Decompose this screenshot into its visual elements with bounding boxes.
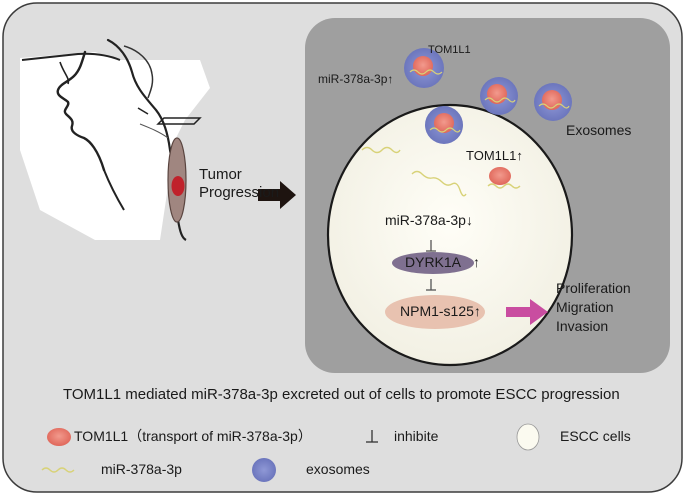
up-arrow-icon: [473, 254, 480, 270]
dyrk1a-node: [392, 252, 474, 274]
tumor-site: [171, 176, 185, 196]
tumor-label-line2: Progression: [199, 184, 280, 201]
legend-exosome-swatch: [252, 458, 276, 482]
exosomes-label: Exosomes: [566, 122, 632, 138]
tumor-label-line1: Tumor: [199, 166, 242, 183]
right-arrow-icon: [258, 181, 296, 209]
dyrk1a-label: DYRK1A: [405, 254, 480, 270]
legend-inhibite-label: inhibite: [394, 428, 439, 444]
mirna-strand-3: [487, 183, 521, 189]
mirna-strand-1: [361, 146, 401, 154]
up-arrow-icon: [516, 148, 523, 163]
exosome-top: [404, 48, 444, 88]
legend-tom1l1-label: TOM1L1（transport of miR-378a-3p）: [74, 428, 312, 444]
legend-exosomes-label: exosomes: [306, 461, 370, 477]
pink-arrow-icon: [506, 299, 548, 325]
up-arrow-icon: [387, 72, 393, 86]
legend-tom1l1-swatch: [47, 428, 71, 446]
tom1l1-cell: [489, 167, 511, 185]
exosome-right-2: [534, 83, 572, 121]
escc-cell: [326, 103, 574, 367]
outcome-proliferation: Proliferation: [556, 280, 631, 296]
legend-escc-cell-swatch: [516, 423, 540, 451]
inhibit-icon: [426, 240, 436, 291]
down-arrow-icon: ↓: [465, 212, 473, 228]
legend-escc-label: ESCC cells: [560, 428, 631, 444]
up-arrow-icon: [474, 303, 481, 319]
npm1-node: [385, 295, 485, 329]
legend-mir-label: miR-378a-3p: [101, 461, 182, 477]
diagram-caption: TOM1L1 mediated miR-378a-3p excreted out…: [63, 386, 620, 403]
outcome-invasion: Invasion: [556, 318, 609, 334]
mirna-strand-2: [411, 170, 467, 197]
patient-head-illustration: [20, 38, 210, 241]
outcome-migration: Migration: [556, 299, 614, 315]
legend-mirna-swatch: [41, 467, 75, 473]
legend-inhibit-icon: [366, 430, 378, 443]
mir-top-label: miR-378a-3p: [318, 72, 393, 86]
mir-cell-label: miR-378a-3p↓: [385, 212, 473, 228]
tom1l1-top-label: TOM1L1: [428, 44, 471, 56]
exosome-budding: [425, 106, 463, 144]
exosome-right-1: [480, 77, 518, 115]
tom1l1-cell-label: TOM1L1: [466, 148, 523, 163]
npm1-label: NPM1-s125: [400, 303, 481, 319]
